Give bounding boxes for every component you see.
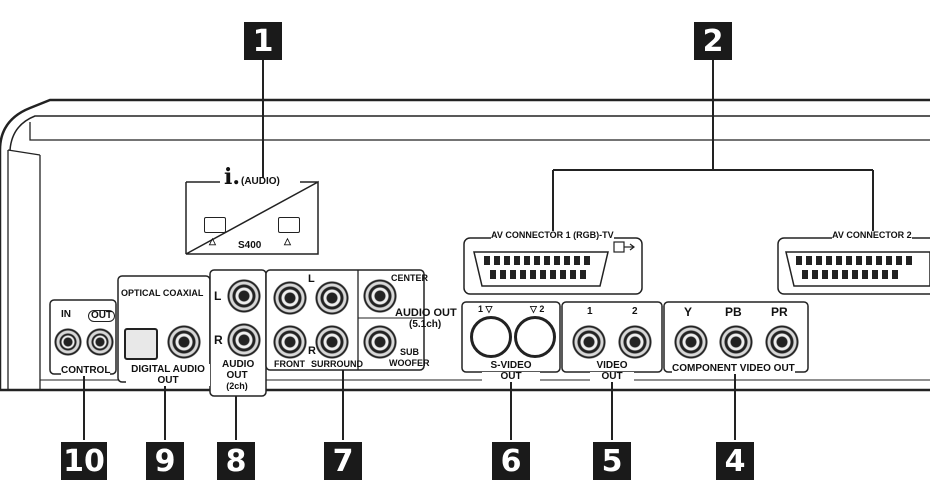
surround-r-jack[interactable] [314, 324, 350, 360]
audio-2ch-l-label: L [214, 289, 222, 303]
front-l-label: L [308, 273, 315, 285]
video-out-label: VIDEO [596, 360, 628, 371]
svideo-1-label: 1 ▽ [478, 304, 493, 314]
audio-out-51-ch-label: (5.1ch) [409, 319, 442, 330]
front-r-jack[interactable] [272, 324, 308, 360]
audio-2ch-label: AUDIO [222, 359, 255, 370]
audio-2ch-r-label: R [214, 333, 223, 347]
av-connector-1[interactable] [464, 238, 642, 294]
callout-5: 5 [593, 442, 631, 480]
callout-1: 1 [244, 22, 282, 60]
audio-out-51-label: AUDIO OUT [395, 307, 457, 319]
video-out-word: OUT [590, 372, 634, 382]
component-y-jack[interactable] [673, 324, 709, 360]
video-1-label: 1 [587, 306, 593, 317]
front-label: FRONT [274, 359, 305, 369]
component-y-label: Y [684, 305, 693, 319]
callout-10: 10 [61, 442, 107, 480]
center-jack[interactable] [362, 278, 398, 314]
svideo-out-label: S-VIDEO [490, 360, 532, 371]
control-out-label: OUT [88, 310, 116, 322]
callout-9: 9 [146, 442, 184, 480]
front-r-label: R [308, 345, 316, 357]
video-2-label: 2 [632, 306, 638, 317]
video-1-jack[interactable] [571, 324, 607, 360]
callout-4: 4 [716, 442, 754, 480]
svideo-1-port[interactable] [470, 316, 512, 358]
audio-2ch-ch-label: (2ch) [222, 382, 252, 391]
svideo-2-port[interactable] [514, 316, 556, 358]
sub-label: SUB [400, 347, 420, 357]
control-label: CONTROL [61, 365, 111, 376]
digital-audio-out-label: DIGITAL AUDIO OUT [126, 364, 210, 386]
audio-2ch-out-label: OUT [226, 370, 248, 381]
optical-port[interactable] [124, 328, 158, 360]
av-connector-2-label: AV CONNECTOR 2 [832, 230, 912, 240]
ilink-audio-label: (AUDIO) [241, 176, 280, 187]
audio-2ch-l-jack[interactable] [226, 278, 262, 314]
s400-triangle-2: △ [284, 236, 291, 246]
s400-label: S400 [238, 240, 262, 251]
subwoofer-jack[interactable] [362, 324, 398, 360]
woofer-label: WOOFER [389, 358, 430, 368]
component-pb-label: PB [725, 305, 742, 319]
s400-triangle-1: △ [209, 236, 216, 246]
component-video-out-label: COMPONENT VIDEO OUT [672, 363, 795, 374]
control-in-label: IN [61, 309, 71, 320]
callout-2: 2 [694, 22, 732, 60]
front-l-jack[interactable] [272, 280, 308, 316]
video-2-jack[interactable] [617, 324, 653, 360]
ilink-icon: i. [224, 164, 241, 190]
av-connector-2[interactable] [778, 238, 930, 294]
callout-7: 7 [324, 442, 362, 480]
coaxial-jack[interactable] [166, 324, 202, 360]
callout-6: 6 [492, 442, 530, 480]
control-in-jack[interactable] [54, 328, 82, 356]
svideo-2-label: ▽ 2 [530, 304, 545, 314]
audio-2ch-r-jack[interactable] [226, 322, 262, 358]
surround-l-jack[interactable] [314, 280, 350, 316]
optical-coaxial-label: OPTICAL COAXIAL [121, 288, 204, 298]
control-out-jack[interactable] [86, 328, 114, 356]
component-pb-jack[interactable] [718, 324, 754, 360]
surround-label: SURROUND [311, 359, 364, 369]
component-pr-jack[interactable] [764, 324, 800, 360]
component-pr-label: PR [771, 305, 788, 319]
center-label: CENTER [391, 273, 429, 283]
s400-port-2[interactable] [278, 217, 300, 233]
s400-port-1[interactable] [204, 217, 226, 233]
av-connector-1-label: AV CONNECTOR 1 (RGB)-TV [491, 230, 614, 240]
svideo-out-word: OUT [482, 372, 540, 382]
callout-8: 8 [217, 442, 255, 480]
